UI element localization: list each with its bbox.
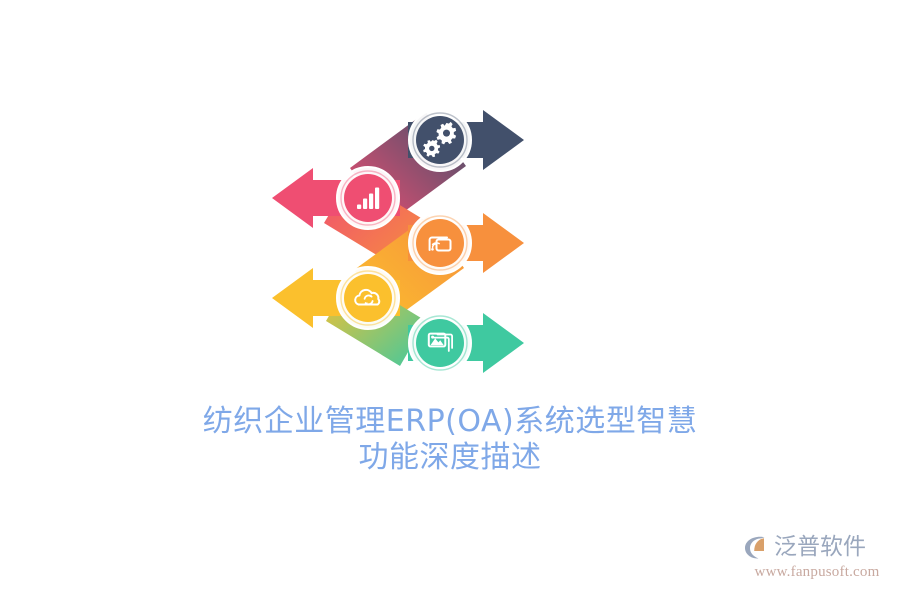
cast-wifi-waves: [431, 242, 440, 249]
gallery-frame-front: [427, 332, 447, 348]
bar-1: [357, 204, 362, 209]
fanpu-logo-icon: [745, 536, 765, 559]
arrow-step-gears[interactable]: [408, 108, 524, 172]
logo-crescent: [745, 536, 765, 559]
badge-ring-stroke-gallery: [408, 311, 472, 375]
badge-ring-stroke-cloud: [336, 266, 400, 330]
cast-screen-back: [428, 236, 448, 251]
diagram-svg: [272, 108, 524, 375]
badge-ring-inner-gallery: [412, 315, 468, 371]
bar-2: [363, 198, 368, 209]
sync-arrowhead-top: [369, 294, 373, 298]
badge-ring-stroke-bar: [336, 166, 400, 230]
gear-large-hole: [443, 129, 450, 137]
arrow-step-screencast[interactable]: [408, 211, 524, 275]
badge-ring-inner-bar: [340, 170, 396, 226]
bar-chart-icon: [357, 187, 380, 209]
badge-disc-bar: [344, 174, 392, 222]
watermark-brand-text: 泛普软件: [774, 534, 866, 560]
gallery-frame-back-1: [433, 336, 450, 352]
logo-divider: [754, 551, 764, 553]
cast-wifi-dot: [431, 248, 434, 251]
badge-ring-inner-cast: [412, 215, 468, 271]
cloud-sync-icon: [354, 288, 381, 306]
arrow-step-cloud-sync[interactable]: [272, 266, 400, 330]
badge-ring-inner-cloud: [340, 270, 396, 326]
bar-3: [369, 193, 374, 209]
badge-ring-stroke-cast: [408, 211, 472, 275]
page-title-line-1: 纺织企业管理ERP(OA)系统选型智慧: [202, 404, 698, 439]
gallery-frame-back-2: [436, 333, 453, 349]
cast-screen-front: [435, 238, 452, 252]
cloud-body: [354, 288, 381, 306]
arrow-step-bar-chart[interactable]: [272, 166, 400, 230]
badge-disc-cast: [416, 219, 464, 267]
page-title: 纺织企业管理ERP(OA)系统选型智慧 功能深度描述: [0, 404, 900, 476]
gears-icon: [423, 121, 457, 158]
bar-4: [375, 187, 380, 209]
watermark-url-text: www.fanpusoft.com: [754, 564, 880, 580]
badge-disc-cloud: [344, 274, 392, 322]
gear-small-hole: [429, 145, 435, 152]
sync-arrowhead-bottom: [364, 302, 368, 306]
gallery-icon: [427, 332, 453, 352]
page-title-line-2: 功能深度描述: [358, 440, 542, 475]
zigzag-arrow-diagram: [272, 108, 524, 375]
badge-disc-gears: [416, 116, 464, 164]
gallery-mountain: [430, 338, 444, 345]
badge-ring-inner-gears: [412, 112, 468, 168]
gallery-sun: [431, 335, 435, 339]
badge-ring-stroke-gears: [408, 108, 472, 172]
watermark-brand-row: 泛普软件: [742, 530, 892, 564]
screencast-icon: [428, 236, 452, 252]
watermark-logo: 泛普软件 www.fanpusoft.com: [742, 530, 892, 586]
arrow-step-gallery[interactable]: [408, 311, 524, 375]
logo-accent-shape: [754, 538, 764, 551]
